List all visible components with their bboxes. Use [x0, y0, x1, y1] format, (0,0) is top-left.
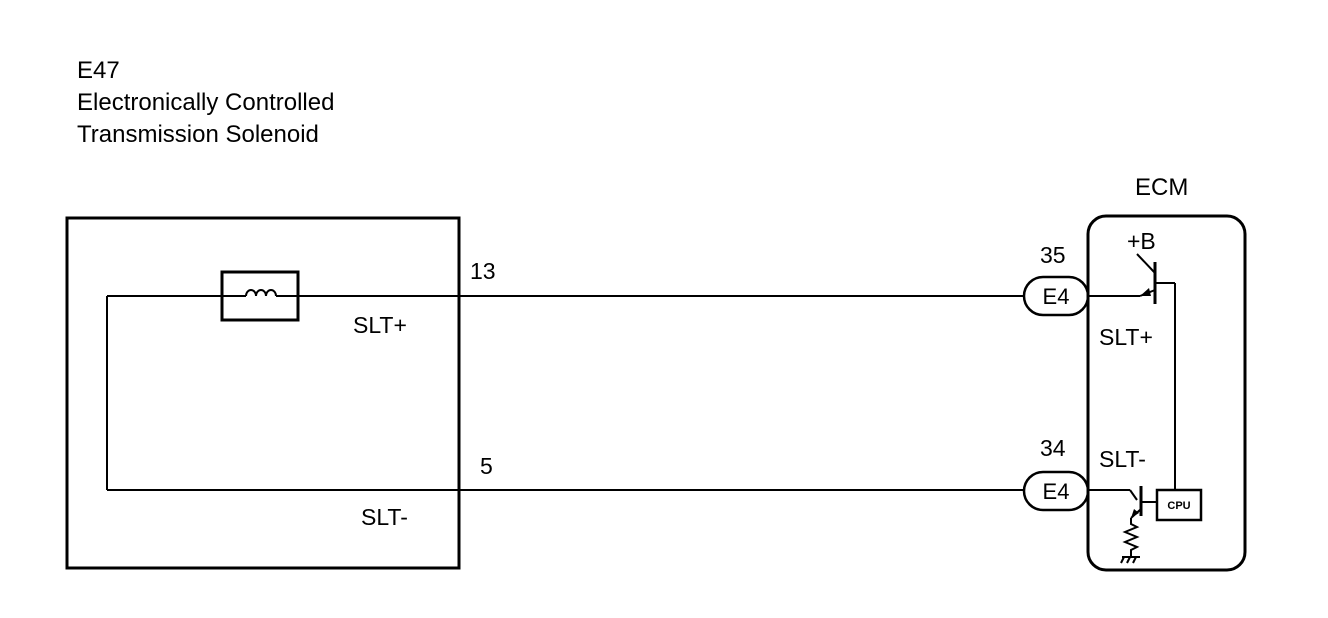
solenoid-pin-label-bottom: SLT-: [361, 504, 408, 530]
cpu-block: [1155, 488, 1203, 522]
solenoid-component-box: [65, 216, 461, 570]
ecm-title: ECM: [1135, 174, 1188, 201]
solenoid-internal-wiring: [106, 295, 459, 491]
connector-pin-35: 35: [1040, 242, 1066, 268]
solenoid-coil-icon: [220, 270, 300, 322]
ecm-supply-label: +B: [1127, 228, 1156, 254]
cpu-label: CPU: [1167, 500, 1190, 512]
component-id: E47: [77, 57, 120, 84]
ecm-label-slt-minus: SLT-: [1099, 446, 1146, 472]
ecm-box: [1086, 214, 1247, 572]
pin-number-13: 13: [470, 258, 496, 284]
connector-pin-34: 34: [1040, 435, 1066, 461]
connector-e4-bottom-label: E4: [1043, 479, 1070, 504]
transistor-low-side-icon: [1088, 486, 1157, 564]
component-name-line2: Transmission Solenoid: [77, 121, 319, 148]
transistor-high-side-icon: [1088, 253, 1176, 490]
connector-e4-top-label: E4: [1043, 284, 1070, 309]
component-name-line1: Electronically Controlled: [77, 89, 334, 116]
solenoid-pin-label-top: SLT+: [353, 312, 407, 338]
pin-number-5: 5: [480, 453, 493, 479]
ecm-label-slt-plus: SLT+: [1099, 324, 1153, 350]
